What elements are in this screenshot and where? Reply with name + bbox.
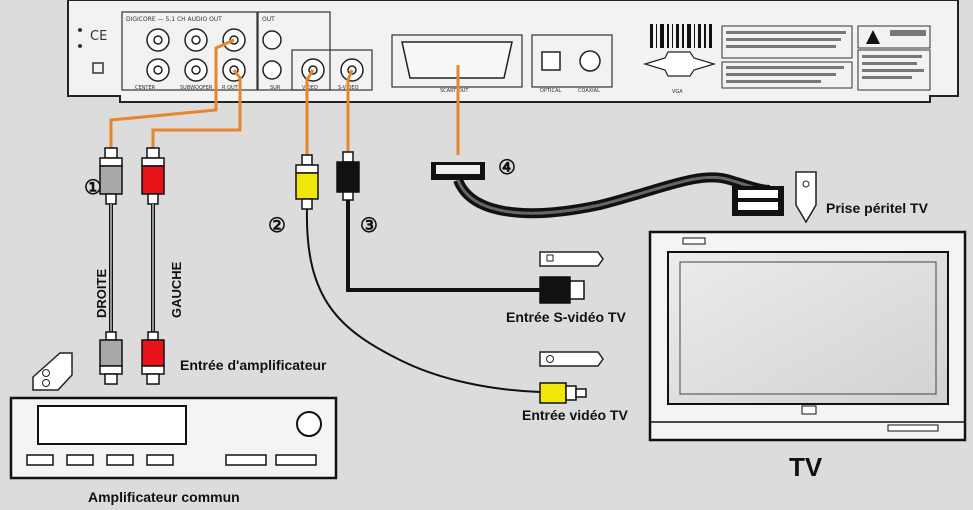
tv-set bbox=[648, 230, 967, 442]
ce-mark: CE bbox=[90, 29, 107, 44]
jack-label-r-out: R OUT bbox=[222, 85, 239, 91]
orange-wires bbox=[109, 38, 460, 155]
barcode-icon bbox=[650, 24, 712, 48]
amp-input-port-icon bbox=[32, 352, 73, 391]
group-label-optical: OPTICAL bbox=[540, 88, 561, 94]
group-label-audio: DIGICORE — 5.1 CH AUDIO OUT bbox=[126, 16, 222, 23]
plug-right-lower bbox=[99, 331, 123, 385]
svideo-input-label: Entrée S-vidéo TV bbox=[506, 309, 626, 325]
group-label-out: OUT bbox=[262, 16, 275, 23]
scart-socket-label: Prise péritel TV bbox=[826, 200, 929, 216]
cable-number-2: ② bbox=[268, 215, 286, 237]
plug-left-lower bbox=[141, 331, 165, 385]
cable-number-4: ④ bbox=[498, 157, 516, 179]
svideo-port-icon bbox=[539, 251, 604, 267]
right-channel-label: DROITE bbox=[94, 269, 109, 318]
rating-stickers bbox=[721, 25, 931, 91]
scart-socket-icon bbox=[401, 41, 513, 79]
amp-device-label: Amplificateur commun bbox=[88, 489, 240, 505]
amplifier bbox=[9, 352, 338, 480]
cable-number-3: ③ bbox=[360, 215, 378, 237]
plug-left-upper bbox=[141, 147, 165, 205]
jack-label-subwoofer: SUBWOOFER bbox=[180, 85, 213, 91]
group-label-scart: SCART OUT bbox=[440, 88, 469, 94]
group-label-coaxial: COAXIAL bbox=[578, 88, 600, 94]
digital-out-group bbox=[531, 34, 613, 88]
amp-buttons bbox=[26, 454, 317, 466]
player-rear-panel: CE DIGICORE — 5.1 CH AUDIO OUT CENTER SU… bbox=[67, 0, 959, 103]
vga-port-icon bbox=[642, 51, 717, 77]
coaxial-port-icon bbox=[579, 50, 601, 72]
scart-cable: ④ bbox=[431, 157, 784, 219]
tv-screen bbox=[667, 251, 949, 405]
video-input-label: Entrée vidéo TV bbox=[522, 407, 628, 423]
audio-cable: ① DROITE GAUCHE bbox=[84, 147, 184, 385]
composite-video-cable: ② bbox=[268, 154, 587, 404]
recycle-icon bbox=[92, 62, 104, 74]
warning-triangle-icon bbox=[866, 30, 880, 44]
jack-label-video: VIDEO bbox=[302, 85, 318, 91]
video-port-icon bbox=[539, 351, 604, 367]
tv-label: TV bbox=[789, 452, 823, 482]
plug-svideo-tv bbox=[539, 276, 585, 304]
svideo-cable: ③ bbox=[336, 151, 585, 304]
jack-label-center: CENTER bbox=[135, 85, 156, 91]
audio-51-group bbox=[121, 11, 258, 91]
volume-knob-icon bbox=[296, 411, 322, 437]
plug-video-tv bbox=[539, 382, 587, 404]
cable-number-1: ① bbox=[84, 177, 102, 199]
scart-port-icon bbox=[795, 171, 817, 224]
rca-jacks bbox=[146, 28, 246, 82]
amp-display bbox=[37, 405, 187, 445]
scart-plug-tv bbox=[732, 186, 784, 216]
left-channel-label: GAUCHE bbox=[169, 261, 184, 318]
plug-right-upper bbox=[99, 147, 123, 205]
optical-port-icon bbox=[541, 51, 561, 71]
amp-input-label: Entrée d'amplificateur bbox=[180, 357, 327, 373]
jack-label-sur: SUR bbox=[270, 85, 281, 91]
group-label-vga: VGA bbox=[672, 89, 683, 95]
